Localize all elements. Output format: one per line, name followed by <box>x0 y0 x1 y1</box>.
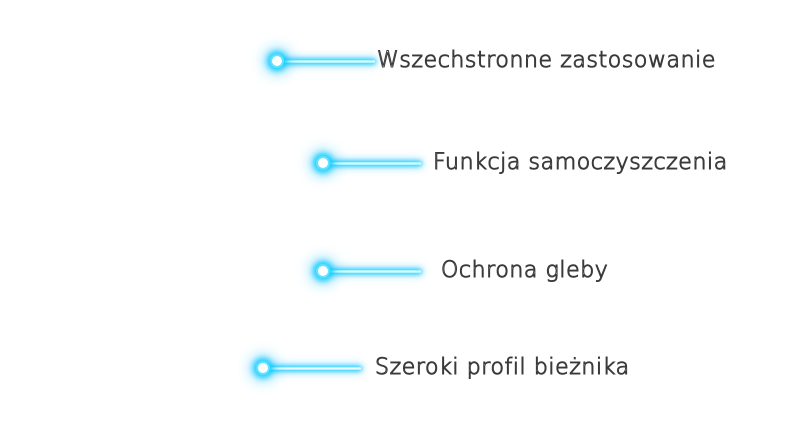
callout-dot <box>270 54 284 68</box>
callout-self-cleaning: Funkcja samoczyszczenia <box>316 150 728 175</box>
callout-label: Szeroki profil bieżnika <box>375 355 630 380</box>
callout-label: Funkcja samoczyszczenia <box>433 150 728 175</box>
callout-dot <box>316 156 330 170</box>
callout-label: Ochrona gleby <box>440 258 609 283</box>
callout-line <box>269 366 361 370</box>
callout-line <box>329 161 421 165</box>
callout-line <box>283 59 375 63</box>
callout-line <box>329 269 421 273</box>
callout-dot <box>256 361 270 375</box>
callout-label: Wszechstronne zastosowanie <box>376 48 717 73</box>
callout-soil-protection: Ochrona gleby <box>316 258 609 283</box>
callout-versatile-use: Wszechstronne zastosowanie <box>270 48 717 73</box>
callout-dot <box>316 264 330 278</box>
callout-wide-tread: Szeroki profil bieżnika <box>256 355 630 380</box>
